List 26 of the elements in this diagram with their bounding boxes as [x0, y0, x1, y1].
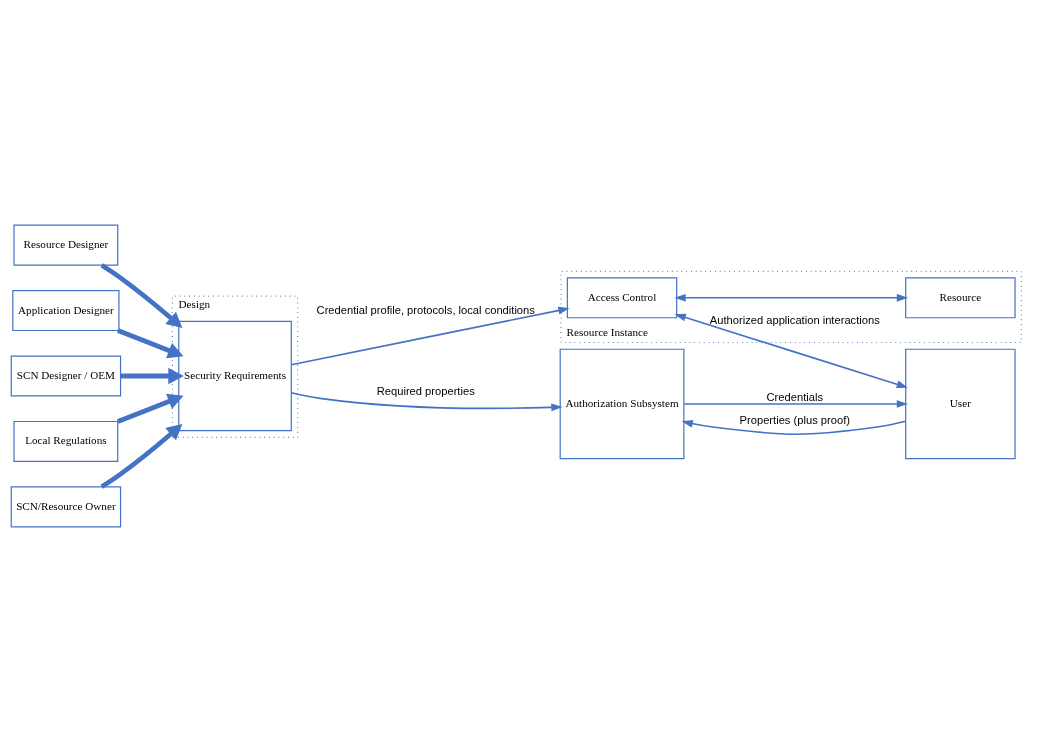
node-box: Application Designer — [12, 289, 120, 331]
arrow — [117, 393, 184, 424]
edge-label: Credentials — [766, 390, 823, 403]
node-box: Access Control — [566, 276, 678, 318]
arrow — [290, 306, 570, 365]
arrow — [683, 399, 908, 408]
node-box: Resource — [905, 276, 1016, 318]
arrow — [674, 293, 908, 302]
arrow — [117, 327, 184, 358]
arrow — [674, 313, 908, 388]
node-box: Authorization Subsystem — [559, 348, 685, 459]
arrow — [100, 262, 183, 328]
arrow — [100, 423, 183, 489]
arrow — [290, 391, 563, 411]
edge-label: Properties (plus proof) — [739, 413, 850, 426]
edge-label: Required properties — [376, 384, 475, 397]
arrow — [120, 367, 184, 384]
node-box: SCN/Resource Owner — [10, 485, 122, 527]
edge-label: Credential profile, protocols, local conditions — [316, 303, 535, 316]
node-box: Local Regulations — [13, 420, 119, 462]
node-box: SCN Designer / OEM — [10, 354, 122, 397]
node-box: Resource Designer — [13, 224, 119, 266]
node-box: Security Requirements — [178, 320, 292, 431]
arrow — [681, 419, 907, 435]
edge-label: Authorized application interactions — [709, 313, 880, 325]
node-box: User — [905, 348, 1016, 459]
